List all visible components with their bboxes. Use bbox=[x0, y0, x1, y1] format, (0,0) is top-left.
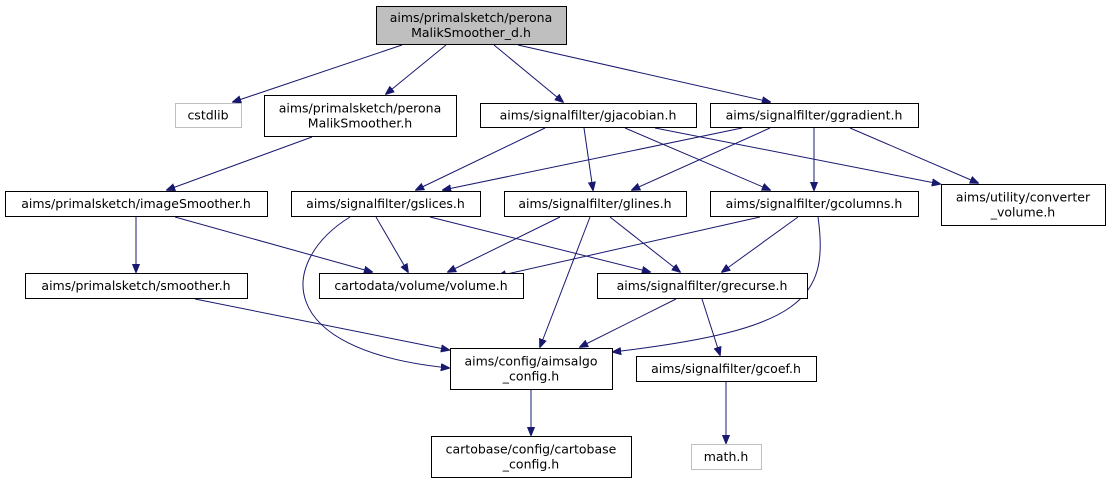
edge-gcols-to-grec bbox=[722, 216, 799, 272]
edge-glines-to-aimsalgo bbox=[540, 216, 591, 347]
node-smoother[interactable]: aims/primalsketch/smoother.h bbox=[25, 273, 248, 299]
edge-gjac-to-glines bbox=[583, 127, 593, 190]
node-glines[interactable]: aims/signalfilter/glines.h bbox=[504, 191, 687, 217]
node-gcols[interactable]: aims/signalfilter/gcolumns.h bbox=[710, 191, 919, 217]
edge-ggrad-to-glines bbox=[632, 127, 771, 190]
node-label: aims/signalfilter/grecurse.h bbox=[617, 278, 788, 293]
node-label: aims/primalsketch/perona bbox=[279, 101, 442, 116]
edge-glines-to-grec bbox=[609, 216, 680, 272]
node-label: cartodata/volume/volume.h bbox=[334, 278, 507, 293]
node-label: aims/signalfilter/gcoef.h bbox=[651, 361, 801, 376]
node-ggrad[interactable]: aims/signalfilter/ggradient.h bbox=[710, 103, 919, 128]
node-cstdlib: cstdlib bbox=[175, 103, 242, 128]
node-box bbox=[710, 191, 919, 217]
node-label: aims/primalsketch/imageSmoother.h bbox=[21, 196, 251, 211]
node-label: MalikSmoother_d.h bbox=[411, 25, 531, 40]
node-label: cartobase/config/cartobase bbox=[446, 442, 617, 457]
node-box bbox=[431, 436, 632, 478]
edge-imgsm-to-volume bbox=[174, 216, 372, 272]
node-box bbox=[941, 184, 1106, 226]
node-box bbox=[480, 103, 697, 128]
edge-root-to-ggrad bbox=[517, 44, 770, 102]
node-label: cstdlib bbox=[187, 108, 228, 123]
edge-gslices-to-volume bbox=[375, 216, 408, 272]
node-box bbox=[504, 191, 687, 217]
node-box bbox=[450, 348, 613, 390]
node-box bbox=[691, 444, 762, 470]
node-label: aims/primalsketch/smoother.h bbox=[41, 278, 230, 293]
node-label: math.h bbox=[704, 449, 749, 464]
node-label: _config.h bbox=[502, 369, 559, 384]
node-box bbox=[376, 6, 567, 45]
edge-gslices-to-aimsalgo bbox=[302, 216, 449, 368]
edge-gjac-to-gslices bbox=[416, 127, 546, 190]
node-label: aims/signalfilter/gslices.h bbox=[306, 196, 465, 211]
node-label: aims/signalfilter/gjacobian.h bbox=[500, 108, 677, 123]
edge-root-to-pms bbox=[386, 44, 447, 94]
edge-gslices-to-grec bbox=[429, 216, 650, 272]
node-grec[interactable]: aims/signalfilter/grecurse.h bbox=[597, 273, 808, 299]
node-box bbox=[319, 273, 524, 299]
node-box bbox=[636, 356, 817, 382]
node-conv[interactable]: aims/utility/converter_volume.h bbox=[941, 184, 1106, 226]
node-gslices[interactable]: aims/signalfilter/gslices.h bbox=[291, 191, 481, 217]
node-cartobase[interactable]: cartobase/config/cartobase_config.h bbox=[431, 436, 632, 478]
edge-pms-to-imgsm bbox=[167, 136, 313, 190]
nodes-layer: aims/primalsketch/peronaMalikSmoother_d.… bbox=[5, 6, 1106, 478]
node-label: aims/config/aimsalgo bbox=[464, 354, 597, 369]
node-label: _config.h bbox=[502, 457, 559, 472]
edge-root-to-gjac bbox=[493, 44, 563, 102]
node-label: aims/signalfilter/gcolumns.h bbox=[726, 196, 903, 211]
edge-gcols-to-volume bbox=[498, 216, 761, 276]
edge-gjac-to-gcols bbox=[624, 127, 770, 190]
node-imgsm[interactable]: aims/primalsketch/imageSmoother.h bbox=[5, 191, 268, 217]
node-box bbox=[264, 95, 457, 137]
edge-ggrad-to-conv bbox=[849, 127, 978, 183]
node-label: aims/signalfilter/glines.h bbox=[518, 196, 671, 211]
node-math: math.h bbox=[691, 444, 762, 470]
node-box bbox=[5, 191, 268, 217]
edges-layer bbox=[136, 44, 978, 443]
node-volume[interactable]: cartodata/volume/volume.h bbox=[319, 273, 524, 299]
node-box bbox=[597, 273, 808, 299]
node-root[interactable]: aims/primalsketch/peronaMalikSmoother_d.… bbox=[376, 6, 567, 45]
edge-gcols-to-aimsalgo bbox=[613, 216, 821, 352]
node-aimsalgo[interactable]: aims/config/aimsalgo_config.h bbox=[450, 348, 613, 390]
node-box bbox=[291, 191, 481, 217]
node-label: MalikSmoother.h bbox=[308, 116, 412, 131]
node-label: _volume.h bbox=[990, 205, 1055, 220]
edge-grec-to-gcoef bbox=[701, 298, 720, 355]
edge-ggrad-to-gslices bbox=[443, 127, 743, 190]
node-label: aims/utility/converter bbox=[956, 190, 1091, 205]
node-gcoef[interactable]: aims/signalfilter/gcoef.h bbox=[636, 356, 817, 382]
node-gjac[interactable]: aims/signalfilter/gjacobian.h bbox=[480, 103, 697, 128]
node-box bbox=[175, 103, 242, 128]
edge-root-to-cstdlib bbox=[233, 44, 403, 102]
edge-glines-to-volume bbox=[448, 216, 561, 272]
edge-grec-to-aimsalgo bbox=[580, 298, 677, 347]
edge-gjac-to-conv bbox=[654, 127, 940, 184]
node-box bbox=[25, 273, 248, 299]
node-box bbox=[710, 103, 919, 128]
node-label: aims/signalfilter/ggradient.h bbox=[726, 108, 903, 123]
node-label: aims/primalsketch/perona bbox=[390, 10, 553, 25]
